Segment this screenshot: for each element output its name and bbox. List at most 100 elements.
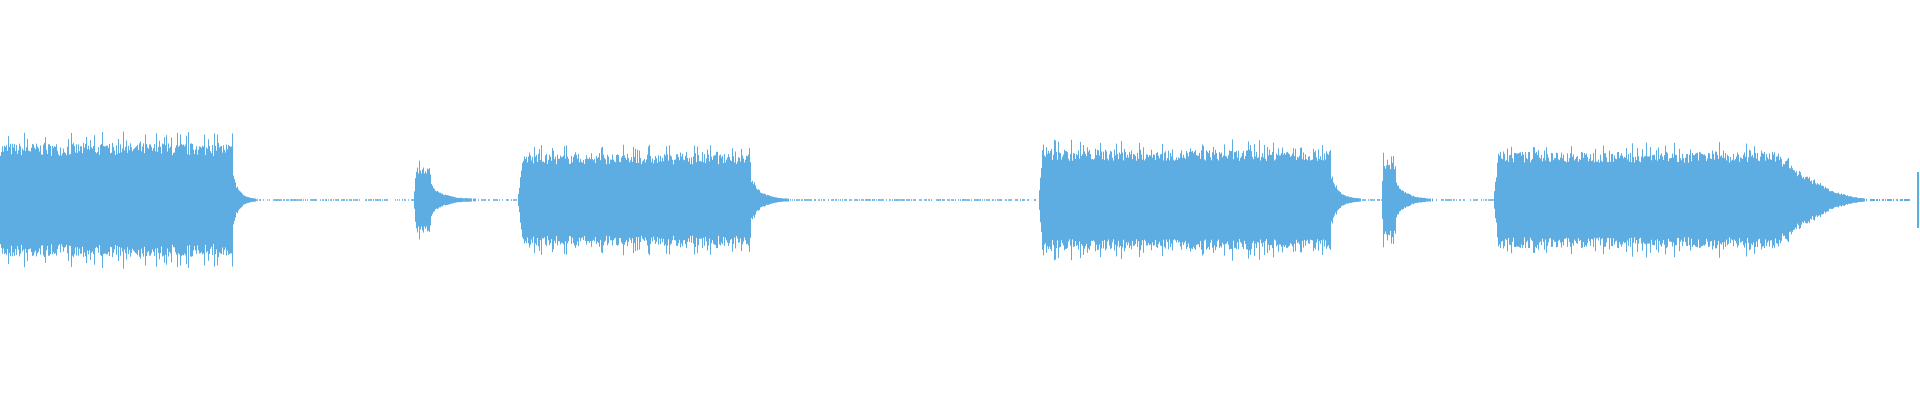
waveform-sample [1624, 157, 1625, 243]
waveform-sample [561, 157, 562, 243]
waveform-sample [93, 146, 94, 255]
waveform-sample [733, 156, 734, 244]
waveform-sample [1515, 153, 1516, 247]
waveform-sample [1780, 156, 1781, 244]
waveform-sample [735, 151, 736, 249]
waveform-sample [1411, 195, 1412, 205]
waveform-sample [1459, 199, 1460, 201]
waveform-sample [587, 158, 588, 242]
waveform-sample [1475, 199, 1476, 201]
waveform-sample [998, 199, 999, 201]
waveform-sample [697, 146, 698, 254]
waveform-sample [145, 134, 146, 266]
waveform-sample [999, 199, 1000, 201]
waveform-sample [1223, 155, 1224, 245]
waveform-sample [1822, 185, 1823, 215]
waveform-sample [19, 143, 20, 257]
waveform-sample [1228, 155, 1229, 245]
waveform-sample [1120, 154, 1121, 246]
waveform-sample [122, 148, 123, 252]
waveform-sample [1905, 199, 1906, 201]
waveform-sample [984, 199, 985, 201]
waveform-sample [865, 199, 866, 201]
waveform-sample [897, 199, 898, 201]
waveform-sample [197, 154, 198, 246]
waveform-sample [1145, 158, 1146, 242]
waveform-sample [1230, 151, 1231, 249]
waveform-sample [471, 198, 472, 202]
waveform-sample [129, 150, 130, 250]
waveform-sample [1460, 199, 1461, 201]
waveform-sample [1789, 168, 1790, 232]
waveform-sample [1629, 161, 1630, 239]
waveform-sample [1336, 185, 1337, 215]
waveform-sample [1596, 161, 1597, 239]
waveform-sample [1726, 160, 1727, 240]
waveform-sample [1709, 153, 1710, 247]
waveform-sample [978, 199, 979, 201]
waveform-sample [4, 146, 5, 254]
waveform-sample [597, 158, 598, 242]
waveform-sample [773, 196, 774, 204]
waveform-sample [356, 199, 357, 201]
waveform-sample [1198, 155, 1199, 245]
waveform-sample [1023, 199, 1024, 201]
waveform-sample [1152, 157, 1153, 243]
waveform-sample [1486, 199, 1487, 201]
waveform-sample [1729, 162, 1730, 238]
waveform-sample [1696, 153, 1697, 247]
waveform-sample [1051, 149, 1052, 251]
playhead-marker[interactable] [1917, 172, 1919, 228]
waveform-sample [876, 199, 877, 201]
waveform-sample [1801, 175, 1802, 225]
waveform-sample [687, 158, 688, 242]
waveform-sample [1877, 199, 1878, 202]
waveform-sample [1061, 159, 1062, 241]
waveform-sample [896, 199, 897, 201]
waveform-sample [1268, 155, 1269, 245]
waveform-sample [20, 146, 21, 254]
waveform-sample [1761, 150, 1762, 250]
waveform-sample [1551, 153, 1552, 247]
waveform-sample [1269, 149, 1270, 251]
waveform-sample [169, 148, 170, 252]
waveform-sample [1619, 157, 1620, 243]
waveform-sample [787, 198, 788, 202]
waveform-sample [524, 156, 525, 244]
waveform-sample [469, 198, 470, 202]
waveform-sample [1401, 190, 1402, 210]
waveform-sample [579, 162, 580, 238]
waveform-sample [473, 198, 474, 202]
waveform-sample [1368, 199, 1369, 201]
waveform-sample [229, 145, 230, 255]
waveform-sample [1247, 150, 1248, 250]
waveform-sample [1146, 154, 1147, 246]
waveform-sample [1716, 151, 1717, 249]
waveform-sample [1520, 152, 1521, 248]
waveform-sample [1802, 178, 1803, 222]
waveform-sample [182, 145, 183, 255]
waveform-sample [214, 133, 215, 267]
waveform-sample [281, 199, 282, 201]
waveform-sample [921, 199, 922, 201]
waveform-sample [424, 173, 425, 227]
waveform-sample [593, 160, 594, 240]
waveform-sample [783, 198, 784, 202]
waveform-sample [459, 198, 460, 202]
waveform-sample [377, 199, 378, 201]
waveform-sample [966, 199, 967, 201]
waveform-sample [150, 144, 151, 256]
waveform-sample [452, 196, 453, 204]
waveform-sample [1711, 158, 1712, 241]
waveform-sample [1477, 199, 1478, 201]
waveform-sample [172, 155, 173, 245]
waveform-sample [357, 199, 358, 201]
waveform-sample [1277, 155, 1278, 245]
waveform-sample [1599, 162, 1600, 238]
waveform-sample [1206, 150, 1207, 250]
waveform-sample [1258, 157, 1259, 243]
waveform-sample [12, 143, 13, 257]
waveform-sample [1318, 149, 1319, 251]
